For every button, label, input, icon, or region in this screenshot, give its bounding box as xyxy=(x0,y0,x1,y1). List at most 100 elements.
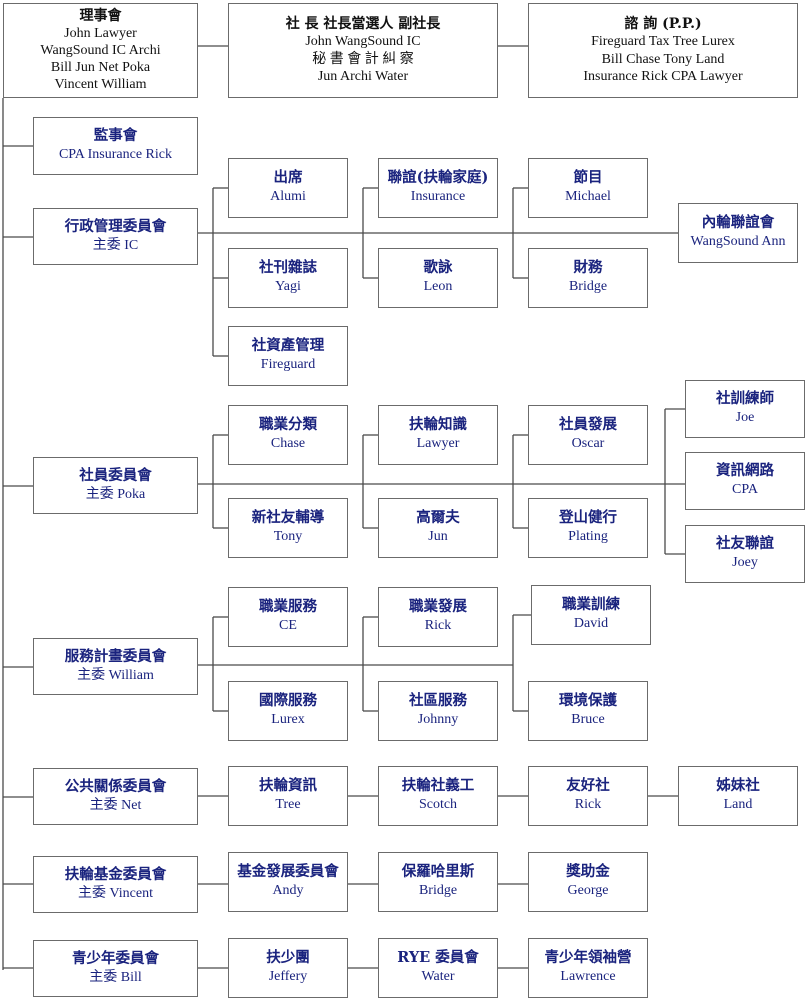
youth-committee-box: 青少年委員會主委 Bill xyxy=(33,940,198,997)
box-title: 新社友輔導 xyxy=(251,509,325,527)
box-title: 社訓練師 xyxy=(716,390,774,408)
box-title: 登山健行 xyxy=(559,509,617,527)
box-text: CPA Insurance Rick xyxy=(58,147,173,163)
membership-unit-box: 社員發展 Oscar xyxy=(528,405,648,465)
box-text: Rick xyxy=(574,797,602,813)
service-unit-box: 社區服務 Johnny xyxy=(378,681,498,741)
box-text: Andy xyxy=(272,883,304,899)
box-text: Jeffery xyxy=(268,969,308,985)
box-text: 主委 Vincent xyxy=(78,885,153,901)
box-title: 出席 xyxy=(273,169,303,187)
box-text: Jun Archi Water xyxy=(317,68,409,84)
box-title: 社 長 社長當選人 副社長 xyxy=(285,16,441,33)
box-text: Rick xyxy=(424,618,452,634)
box-text: Bruce xyxy=(571,712,605,728)
box-text: Michael xyxy=(565,189,611,205)
box-title: 環境保護 xyxy=(559,692,617,710)
box-text: Bridge xyxy=(418,883,458,899)
box-text: David xyxy=(573,616,609,632)
box-text: Insurance Rick CPA Lawyer xyxy=(583,68,743,84)
admin-unit-box: 財務 Bridge xyxy=(528,248,648,308)
service-unit-box: 職業發展 Rick xyxy=(378,587,498,647)
box-text: Scotch xyxy=(418,797,458,813)
box-title: 扶輪基金委員會 xyxy=(64,865,167,883)
membership-unit-box: 新社友輔導 Tony xyxy=(228,498,348,558)
box-title: 青少年領袖營 xyxy=(544,949,632,967)
box-title: 職業發展 xyxy=(409,598,467,616)
box-title: 獎助金 xyxy=(566,863,610,881)
box-title: 高爾夫 xyxy=(416,509,460,527)
admin-unit-box: 社刊雜誌 Yagi xyxy=(228,248,348,308)
box-text: Plating xyxy=(568,529,608,545)
box-title: 公共關係委員會 xyxy=(64,777,167,795)
box-text: 秘 書 會 計 糾 察 xyxy=(312,51,414,67)
youth-unit-box: 青少年領袖營 Lawrence xyxy=(528,938,648,998)
box-title: 社員發展 xyxy=(559,416,617,434)
box-title: 社區服務 xyxy=(409,692,467,710)
box-text: Lawrence xyxy=(560,969,616,985)
box-text: Bridge xyxy=(568,279,608,295)
box-title: 聯誼(扶輪家庭) xyxy=(387,169,489,187)
box-title: RYE 委員會 xyxy=(397,949,479,967)
box-title: 歌詠 xyxy=(423,259,453,277)
box-text: George xyxy=(567,883,609,899)
box-title: 服務計畫委員會 xyxy=(64,647,167,665)
membership-unit-box: 登山健行 Plating xyxy=(528,498,648,558)
box-title: 內輪聯誼會 xyxy=(701,214,775,232)
box-text: Joe xyxy=(735,410,755,426)
box-text: WangSound Ann xyxy=(690,234,786,250)
box-text: John WangSound IC xyxy=(305,34,421,50)
box-title: 姊妹社 xyxy=(716,777,760,795)
box-title: 社刊雜誌 xyxy=(259,259,317,277)
box-text: 主委 Bill xyxy=(89,969,142,985)
membership-unit-box: 社訓練師 Joe xyxy=(685,380,805,438)
box-text: Jun xyxy=(428,529,448,545)
box-text: Joey xyxy=(732,555,758,571)
box-text: Oscar xyxy=(571,436,605,452)
box-title: 職業服務 xyxy=(259,598,317,616)
box-title: 理事會 xyxy=(79,7,122,24)
box-text: Bill Chase Tony Land xyxy=(601,51,725,67)
box-title: 友好社 xyxy=(566,777,610,795)
box-title: 保羅哈里斯 xyxy=(401,863,475,881)
box-text: Fireguard xyxy=(260,357,316,373)
box-text: Johnny xyxy=(417,712,459,728)
membership-committee-box: 社員委員會主委 Poka xyxy=(33,457,198,514)
box-title: 扶輪資訊 xyxy=(259,777,317,795)
box-text: 主委 Net xyxy=(89,797,142,813)
box-text: Yagi xyxy=(275,279,301,295)
foundation-committee-box: 扶輪基金委員會主委 Vincent xyxy=(33,856,198,913)
membership-unit-box: 高爾夫 Jun xyxy=(378,498,498,558)
box-text: Leon xyxy=(423,279,453,295)
pr-committee-box: 公共關係委員會主委 Net xyxy=(33,768,198,825)
admin-committee-box: 行政管理委員會主委 IC xyxy=(33,208,198,265)
box-title: 資訊網路 xyxy=(716,462,774,480)
box-text: Tony xyxy=(273,529,303,545)
box-title: 財務 xyxy=(573,259,603,277)
box-text: 主委 William xyxy=(77,667,154,683)
pr-unit-box: 友好社 Rick xyxy=(528,766,648,826)
box-text: 主委 Poka xyxy=(85,486,146,502)
box-title: 扶輪社義工 xyxy=(401,777,475,795)
box-title: 國際服務 xyxy=(259,692,317,710)
box-text: John Lawyer xyxy=(64,25,137,41)
box-title: 諮 詢 (P.P.) xyxy=(624,16,702,33)
box-title: 扶少團 xyxy=(266,949,310,967)
box-title: 行政管理委員會 xyxy=(64,217,167,235)
